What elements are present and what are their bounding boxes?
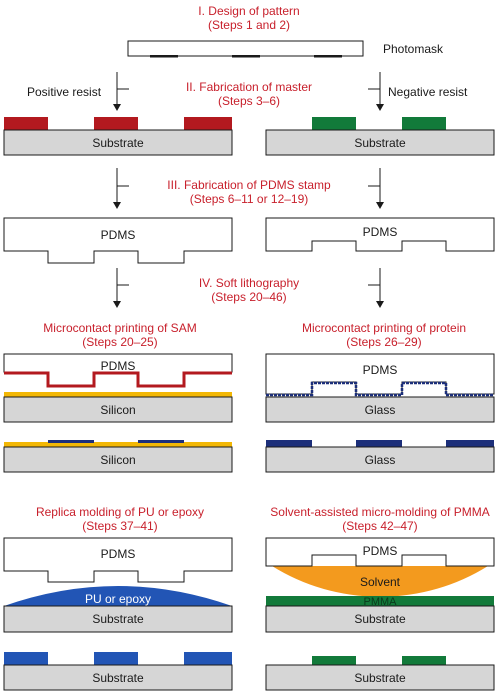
photomask-pattern-2: [232, 55, 260, 58]
protein-result-glass: [265, 446, 495, 473]
positive-resist-label: Positive resist: [27, 85, 102, 99]
pdms-stamp-left: [3, 217, 233, 264]
photomask-pattern-3: [314, 55, 342, 58]
samim-substrate-label: Substrate: [354, 612, 406, 626]
replica-substrate: [3, 605, 233, 633]
replica-title: Replica molding of PU or epoxy: [36, 505, 204, 519]
sam-yellow-layer: [4, 392, 232, 397]
replica-pattern: [184, 652, 232, 665]
sam-ink-coating: [4, 371, 232, 388]
sam-result-yellow: [4, 442, 232, 447]
replica-substrate-label: Substrate: [92, 612, 144, 626]
arrow-right-3-head: [376, 301, 384, 308]
resist-block: [312, 117, 356, 130]
replica-pattern: [4, 652, 48, 665]
arrow-left-2-head: [113, 202, 121, 209]
resist-block: [4, 117, 48, 130]
replica-steps: (Steps 37–41): [82, 519, 157, 533]
resist-block: [94, 117, 138, 130]
arrow-right-3: [368, 268, 381, 303]
sam-silicon-substrate: [3, 396, 233, 423]
arrow-left-1: [116, 72, 129, 106]
pdms-stamp-left-label: PDMS: [101, 228, 136, 242]
protein-pattern: [356, 440, 402, 447]
photomask: [127, 40, 364, 58]
negative-resist-label: Negative resist: [388, 85, 468, 99]
replica-result-substrate: [3, 664, 233, 691]
sam-title: Microcontact printing of SAM: [43, 321, 196, 335]
arrow-right-2-head: [376, 202, 384, 209]
samim-pmma-label: PMMA: [364, 596, 398, 608]
protein-pattern: [446, 440, 494, 447]
resist-block: [184, 117, 232, 130]
resist-block: [402, 117, 446, 130]
replica-pu-label: PU or epoxy: [85, 592, 151, 606]
sam-pattern: [48, 440, 94, 443]
samim-pattern: [312, 656, 356, 665]
section3-title: III. Fabrication of PDMS stamp: [167, 178, 331, 192]
protein-glass-label: Glass: [365, 403, 396, 417]
sam-steps: (Steps 20–25): [82, 335, 157, 349]
pdms-stamp-right: [265, 217, 495, 252]
protein-ink-coating: [266, 381, 494, 397]
arrow-right-2: [368, 168, 381, 204]
samim-solvent: [272, 566, 488, 597]
samim-pattern: [402, 656, 446, 665]
protein-pattern: [266, 440, 312, 447]
replica-pattern: [94, 652, 138, 665]
samim-pmma-layer: [266, 596, 494, 606]
samim-result-substrate: [265, 664, 495, 691]
arrow-left-1-head: [113, 104, 121, 111]
samim-steps: (Steps 42–47): [342, 519, 417, 533]
arrow-left-3-head: [113, 301, 121, 308]
replica-pu-layer: [4, 586, 232, 606]
samim-substrate: [265, 605, 495, 633]
photomask-label: Photomask: [383, 42, 444, 56]
substrate-right-master-label: Substrate: [354, 136, 406, 150]
section3-steps: (Steps 6–11 or 12–19): [190, 192, 309, 206]
section2-title: II. Fabrication of master: [186, 80, 312, 94]
substrate-left-master: [3, 129, 233, 156]
substrate-right-master: [265, 129, 495, 156]
section1-steps: (Steps 1 and 2): [208, 18, 290, 32]
protein-title: Microcontact printing of protein: [302, 321, 466, 335]
replica-pdms-label: PDMS: [101, 547, 136, 561]
protein-result-glass-label: Glass: [365, 453, 396, 467]
arrow-left-3: [116, 268, 129, 303]
protein-glass-substrate: [265, 396, 495, 423]
protein-steps: (Steps 26–29): [346, 335, 421, 349]
section4-title: IV. Soft lithography: [199, 276, 299, 290]
arrow-right-1-head: [376, 104, 384, 111]
sam-silicon-label: Silicon: [100, 403, 135, 417]
photomask-pattern-1: [150, 55, 178, 58]
arrow-left-2: [116, 168, 129, 204]
replica-pdms-stamp: [3, 537, 233, 583]
protein-pdms-label: PDMS: [363, 363, 398, 377]
sam-pattern: [138, 440, 184, 443]
replica-result-substrate-label: Substrate: [92, 671, 144, 685]
section2-steps: (Steps 3–6): [218, 94, 280, 108]
samim-pdms-label: PDMS: [363, 544, 398, 558]
samim-title: Solvent-assisted micro-molding of PMMA: [270, 505, 489, 519]
arrow-right-1: [368, 72, 381, 106]
samim-result-substrate-label: Substrate: [354, 671, 406, 685]
samim-pdms-stamp: [265, 537, 495, 567]
pdms-stamp-right-label: PDMS: [363, 225, 398, 239]
substrate-left-master-label: Substrate: [92, 136, 144, 150]
sam-pdms-label: PDMS: [101, 359, 136, 373]
sam-result-silicon-label: Silicon: [100, 453, 135, 467]
sam-result-silicon: [3, 446, 233, 473]
section1-title: I. Design of pattern: [198, 4, 299, 18]
section4-steps: (Steps 20–46): [211, 290, 286, 304]
samim-solvent-label: Solvent: [360, 575, 401, 589]
